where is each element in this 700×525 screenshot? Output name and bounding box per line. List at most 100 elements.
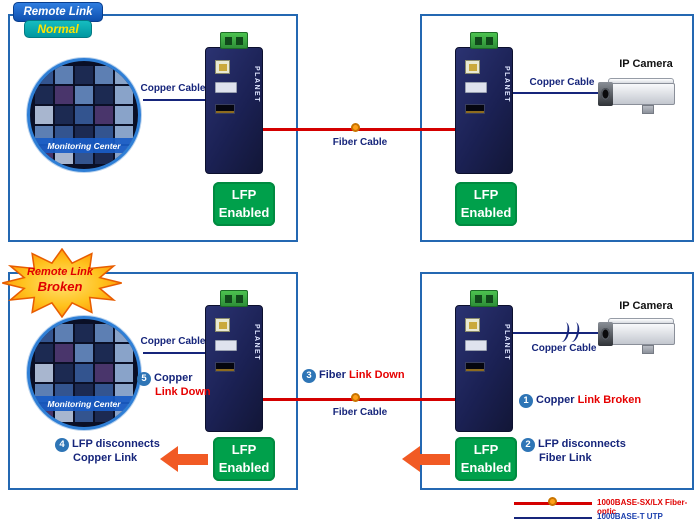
fiber-cable-line — [263, 398, 457, 401]
lfp-label: LFP — [473, 187, 499, 202]
step-3-number: 3 — [302, 369, 316, 383]
copper-cable-label: Copper Cable — [531, 343, 597, 354]
step-4-number: 4 — [55, 438, 69, 452]
rj45-port-icon — [215, 60, 230, 74]
device-label-strip — [465, 82, 487, 93]
copper-cable-line-broken — [513, 332, 600, 334]
fiber-cable-line — [263, 128, 457, 131]
camera-mount — [642, 345, 654, 354]
legend-utp-line — [514, 517, 592, 519]
device-body: PLANET — [205, 47, 263, 174]
step-1-number: 1 — [519, 394, 533, 408]
fiber-connector-dot-icon — [351, 123, 360, 132]
step-1-text-dark: Copper — [536, 394, 575, 406]
badge-remote-link-label: Remote Link — [13, 2, 103, 22]
lfp-enabled-badge: LFP Enabled — [455, 437, 517, 481]
copper-cable-line — [513, 92, 600, 94]
device-body: PLANET — [205, 305, 263, 432]
copper-cable-line — [143, 352, 205, 354]
fiber-cable-label: Fiber Cable — [332, 407, 388, 418]
media-converter-device: PLANET — [205, 290, 263, 432]
terminal-block-icon — [220, 290, 248, 307]
disconnect-arrow-icon — [402, 446, 450, 472]
ip-camera-label: IP Camera — [619, 300, 673, 312]
lfp-enabled-label: Enabled — [460, 459, 512, 475]
planet-brand-label: PLANET — [503, 66, 510, 103]
lfp-label: LFP — [473, 442, 499, 457]
fiber-connector-dot-icon — [351, 393, 360, 402]
sfp-port-icon — [465, 104, 485, 114]
camera-lens-icon — [598, 82, 613, 106]
step-3-text-red: Link Down — [348, 369, 405, 381]
step-4-text-line2: Copper Link — [73, 452, 138, 464]
media-converter-device: PLANET — [205, 32, 263, 174]
terminal-block-icon — [470, 32, 498, 49]
badge-remote-link-label: Remote Link — [26, 266, 93, 278]
sfp-port-icon — [465, 362, 485, 372]
camera-body — [611, 83, 675, 105]
lfp-enabled-label: Enabled — [460, 204, 512, 220]
step-3-text-dark: Fiber — [319, 369, 346, 381]
lfp-enabled-label: Enabled — [218, 459, 270, 475]
device-label-strip — [465, 340, 487, 351]
monitoring-center-label: Monitoring Center — [30, 396, 138, 411]
rj45-port-icon — [465, 60, 480, 74]
lfp-enabled-badge: LFP Enabled — [213, 437, 275, 481]
terminal-block-icon — [470, 290, 498, 307]
media-converter-device: PLANET — [455, 32, 513, 174]
device-body: PLANET — [455, 47, 513, 174]
step-2-text-line1: LFP disconnects — [538, 438, 626, 450]
planet-brand-label: PLANET — [253, 324, 260, 361]
step-2-text-line2: Fiber Link — [539, 452, 592, 464]
step-5-text-dark: Copper — [154, 372, 193, 384]
terminal-block-icon — [220, 32, 248, 49]
camera-mount — [642, 105, 654, 114]
lfp-label: LFP — [231, 442, 257, 457]
camera-body — [611, 323, 675, 345]
monitoring-center-image: Monitoring Center — [27, 316, 141, 430]
ip-camera-label: IP Camera — [619, 58, 673, 70]
media-converter-device: PLANET — [455, 290, 513, 432]
step-1-text-red: Link Broken — [577, 394, 642, 406]
disconnect-arrow-icon — [160, 446, 208, 472]
copper-cable-line — [143, 99, 205, 101]
badge-remote-link-normal: Remote Link Normal — [6, 2, 110, 38]
ip-camera-image — [598, 318, 690, 358]
lfp-enabled-badge: LFP Enabled — [455, 182, 517, 226]
lfp-enabled-badge: LFP Enabled — [213, 182, 275, 226]
camera-lens-icon — [598, 322, 613, 346]
device-label-strip — [215, 82, 237, 93]
device-body: PLANET — [455, 305, 513, 432]
planet-brand-label: PLANET — [253, 66, 260, 103]
badge-remote-link-broken: Remote Link Broken — [0, 248, 124, 318]
sfp-port-icon — [215, 104, 235, 114]
legend-fiber-label: 1000BASE-SX/LX Fiber-optic — [597, 498, 688, 516]
rj45-port-icon — [215, 318, 230, 332]
fiber-cable-label: Fiber Cable — [332, 137, 388, 148]
badge-broken-label: Broken — [37, 279, 83, 295]
device-label-strip — [215, 340, 237, 351]
starburst-icon — [2, 248, 122, 318]
lfp-label: LFP — [231, 187, 257, 202]
monitoring-center-label: Monitoring Center — [30, 138, 138, 153]
badge-normal-label: Normal — [24, 20, 92, 38]
step-2-number: 2 — [521, 438, 535, 452]
legend-fiber-dot-icon — [548, 497, 557, 506]
ip-camera-image — [598, 78, 690, 118]
copper-cable-label: Copper Cable — [529, 77, 595, 88]
sfp-port-icon — [215, 362, 235, 372]
lfp-enabled-label: Enabled — [218, 204, 270, 220]
copper-cable-label: Copper Cable — [140, 336, 206, 347]
rj45-port-icon — [465, 318, 480, 332]
copper-cable-label: Copper Cable — [140, 83, 206, 94]
step-4-text-line1: LFP disconnects — [72, 438, 160, 450]
legend-utp-label: 1000BASE-T UTP — [597, 512, 663, 521]
monitoring-center-image: Monitoring Center — [27, 58, 141, 172]
planet-brand-label: PLANET — [503, 324, 510, 361]
step-5-text-red: Link Down — [155, 386, 211, 398]
